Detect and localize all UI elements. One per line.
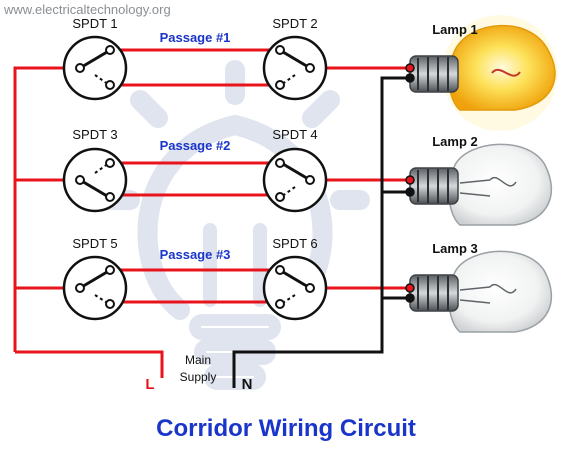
spdt-switch-3 <box>62 147 128 213</box>
background-bulb-icon <box>100 60 370 390</box>
lamp-label-2: Lamp 2 <box>432 134 478 149</box>
passage-label-3: Passage #3 <box>160 247 231 262</box>
switch-label-6: SPDT 6 <box>272 236 317 251</box>
spdt-switch-1 <box>62 35 128 101</box>
lamp-3-off-icon <box>405 250 553 333</box>
lamp-2-off-icon <box>405 143 553 226</box>
main-supply-label-line2: Supply <box>180 370 217 384</box>
spdt-switch-5 <box>62 255 128 321</box>
lamp-1-on-icon <box>405 15 558 131</box>
passage-label-2: Passage #2 <box>160 138 231 153</box>
diagram-title: Corridor Wiring Circuit <box>156 415 416 442</box>
lamp-label-3: Lamp 3 <box>432 241 478 256</box>
main-supply-label-line1: Main <box>185 353 211 367</box>
switch-label-3: SPDT 3 <box>72 127 117 142</box>
switch-label-1: SPDT 1 <box>72 16 117 31</box>
live-terminal-label: L <box>145 376 154 393</box>
live-wiring <box>13 48 410 378</box>
spdt-switch-2 <box>262 35 328 101</box>
spdt-switch-6 <box>262 255 328 321</box>
spdt-switch-4 <box>262 147 328 213</box>
neutral-terminal-label: N <box>242 376 253 393</box>
watermark-text: www.electricaltechnology.org <box>3 2 171 17</box>
passage-label-1: Passage #1 <box>160 30 231 45</box>
switch-label-2: SPDT 2 <box>272 16 317 31</box>
switch-label-4: SPDT 4 <box>272 127 317 142</box>
switch-label-5: SPDT 5 <box>72 236 117 251</box>
lamp-label-1: Lamp 1 <box>432 22 478 37</box>
